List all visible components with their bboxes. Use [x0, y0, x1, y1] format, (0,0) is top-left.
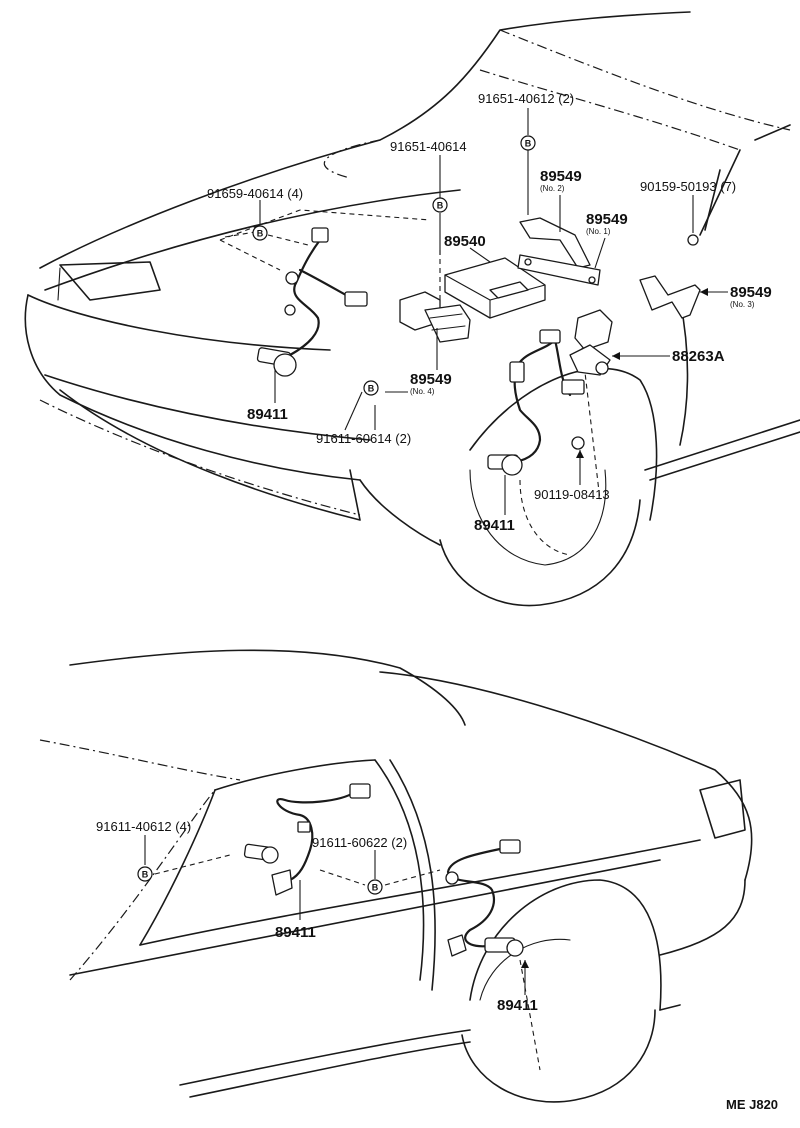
- rear-car-outline: [39, 649, 753, 1103]
- note-no2: (No. 2): [540, 184, 565, 193]
- arrow-90119: [576, 450, 584, 458]
- note-no3: (No. 3): [730, 300, 755, 309]
- arrow-89549-no3: [700, 288, 708, 296]
- note-no4: (No. 4): [410, 387, 435, 396]
- label-88263a: 88263A: [672, 348, 725, 365]
- b-marker-front-4: B: [363, 380, 379, 396]
- label-91651-40612: 91651-40612 (2): [478, 91, 574, 106]
- b-marker-rear-2: B: [367, 879, 383, 895]
- label-89411-rear-right: 89411: [497, 997, 538, 1014]
- label-89549-no1: 89549: [586, 211, 628, 228]
- label-90119-08413: 90119-08413: [534, 487, 610, 502]
- b-marker-front-1: B: [520, 135, 536, 151]
- label-91651-40614: 91651-40614: [390, 139, 467, 154]
- rear-right-sensor-assembly: [445, 839, 524, 957]
- label-91659-40614: 91659-40614 (4): [207, 186, 303, 201]
- label-90159-50193: 90159-50193 (7): [640, 179, 736, 194]
- b-marker-front-2: B: [432, 197, 448, 213]
- note-no1: (No. 1): [586, 227, 611, 236]
- svg-text:B: B: [257, 229, 264, 239]
- b-marker-front-3: B: [252, 225, 268, 241]
- label-89549-no3: 89549: [730, 284, 772, 301]
- abs-computer-assembly: [399, 217, 701, 343]
- svg-text:B: B: [368, 384, 375, 394]
- label-89411-front-right: 89411: [474, 517, 515, 534]
- arrow-88263a: [612, 352, 620, 360]
- rear-leaders: [144, 835, 526, 995]
- front-right-sensor-assembly: [487, 309, 613, 476]
- arrow-89411-rear-right: [521, 960, 529, 968]
- svg-text:B: B: [437, 201, 444, 211]
- label-91611-60614: 91611-60614 (2): [316, 431, 411, 446]
- svg-text:B: B: [525, 139, 532, 149]
- label-89411-front-left: 89411: [247, 406, 288, 423]
- b-marker-rear-1: B: [137, 866, 153, 882]
- label-89411-rear-left: 89411: [275, 924, 316, 941]
- svg-text:B: B: [142, 870, 149, 880]
- front-left-sensor-assembly: [256, 227, 368, 377]
- front-leaders: [224, 108, 728, 515]
- label-89540: 89540: [444, 233, 486, 250]
- label-89549-no2: 89549: [540, 168, 582, 185]
- svg-text:B: B: [372, 883, 379, 893]
- label-91611-60622: 91611-60622 (2): [312, 835, 407, 850]
- label-91611-40612: 91611-40612 (4): [96, 819, 191, 834]
- diagram-code: ME J820: [726, 1097, 778, 1112]
- label-89549-no4: 89549: [410, 371, 452, 388]
- rear-left-sensor-assembly: [243, 783, 371, 896]
